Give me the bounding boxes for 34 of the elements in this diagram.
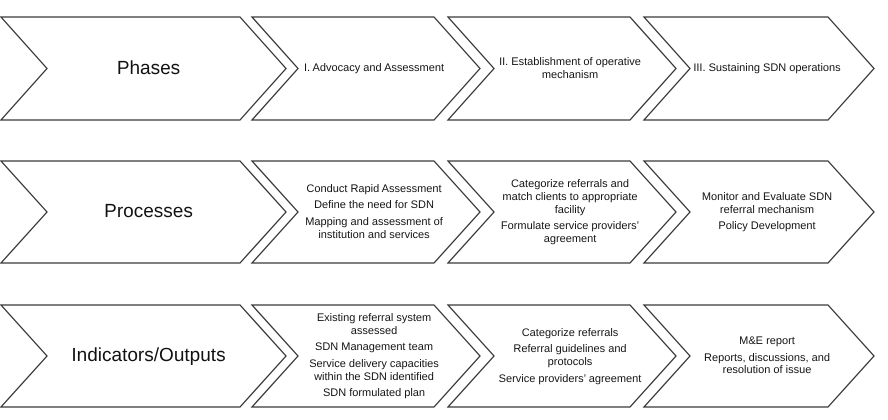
chevron-text: Existing referral system assessed — [316, 312, 432, 338]
chevron-shape — [252, 161, 480, 263]
chevron-text: Mapping and assessment of institution and services — [304, 216, 444, 242]
chevron-text: Policy Development — [718, 220, 816, 233]
chevron-shape — [1, 161, 286, 263]
row-heading: Indicators/Outputs — [71, 345, 226, 367]
row-heading: Phases — [116, 58, 180, 80]
chevron-shape — [448, 305, 676, 407]
chevron-shape — [252, 305, 480, 407]
chevron-text: Conduct Rapid Assessment — [306, 182, 442, 196]
chevron-shape — [448, 161, 676, 263]
chevron-shape — [644, 17, 874, 120]
chevron-shape — [252, 17, 480, 120]
chevron-text: Service delivery capacities within the SDN identified — [308, 358, 440, 384]
chevron-text: III. Sustaining SDN operations — [693, 62, 841, 75]
chevron-text: Reports, discussions, and resolution of issue — [703, 352, 831, 377]
chevron-shape — [644, 305, 874, 407]
chevron-shape — [644, 161, 874, 263]
chevron-text: Monitor and Evaluate SDN referral mechanism — [700, 191, 834, 216]
chevron-text: Service providers’ agreement — [498, 372, 642, 386]
chevron-shape — [1, 17, 286, 120]
chevron-text: Categorize referrals and match clients to appropriate facility — [501, 178, 639, 216]
chevron-text: Referral guidelines and protocols — [512, 343, 628, 369]
chevron-text: SDN formulated plan — [322, 387, 426, 400]
chevron-text: Categorize referrals — [522, 326, 618, 340]
row-heading: Processes — [104, 201, 193, 223]
chevron-shape — [1, 305, 286, 407]
chevron-text: II. Establishment of operative mechanism — [498, 56, 642, 82]
chevron-text: Define the need for SDN — [314, 199, 434, 212]
chevron-text: I. Advocacy and Assessment — [304, 62, 444, 75]
chevron-text: SDN Management team — [315, 341, 433, 354]
chevron-text: Formulate service providers’ agreement — [500, 220, 640, 246]
chevron-shape — [448, 17, 676, 120]
chevron-text: M&E report — [739, 335, 795, 348]
